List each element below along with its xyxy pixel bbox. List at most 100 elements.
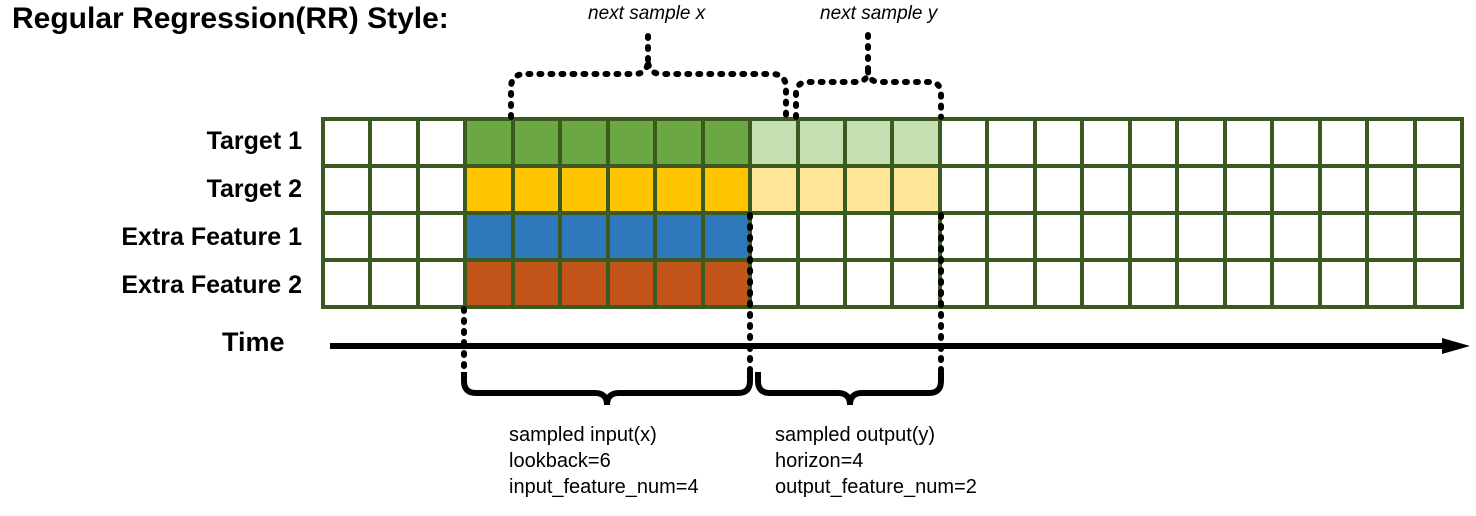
grid-cell — [1274, 262, 1318, 305]
grid-cell — [1321, 215, 1366, 258]
grid-cell — [1179, 215, 1223, 258]
grid-cell — [1321, 262, 1366, 305]
grid-cell — [514, 215, 559, 258]
grid-cell — [1131, 262, 1176, 305]
note-sampled-input: sampled input(x) lookback=6 input_featur… — [509, 422, 699, 500]
grid-cell — [1084, 121, 1128, 164]
grid-cell — [704, 121, 749, 164]
grid-cell — [1274, 215, 1318, 258]
grid-cell — [989, 168, 1033, 211]
grid-cell — [1274, 121, 1318, 164]
grid-cell — [325, 215, 369, 258]
grid-cell — [847, 215, 891, 258]
brace-sampled-output — [755, 372, 944, 406]
grid-cell — [1321, 168, 1366, 211]
grid-cell — [752, 262, 796, 305]
grid-cell — [1226, 121, 1271, 164]
grid-cell — [1274, 168, 1318, 211]
grid-cell — [1036, 215, 1081, 258]
grid-cell — [989, 215, 1033, 258]
grid-cell — [467, 262, 511, 305]
grid-cell — [657, 168, 701, 211]
grid-cell — [562, 262, 606, 305]
grid-cell — [704, 262, 749, 305]
grid-cell — [657, 262, 701, 305]
row-label-extra-feature-1: Extra Feature 1 — [121, 223, 302, 251]
grid-cell — [1179, 262, 1223, 305]
grid-cell — [941, 168, 986, 211]
page-title: Regular Regression(RR) Style: — [12, 2, 449, 35]
grid-cell — [1369, 121, 1413, 164]
time-axis-label: Time — [222, 327, 285, 357]
grid-cell — [941, 262, 986, 305]
caption-next-sample-y: next sample y — [820, 3, 938, 24]
grid-cell — [467, 121, 511, 164]
grid-cell — [894, 121, 938, 164]
grid-cell — [325, 121, 369, 164]
row-label-target-2: Target 2 — [206, 175, 302, 203]
grid-cell — [325, 262, 369, 305]
grid-cell — [1369, 262, 1413, 305]
grid-cell — [609, 121, 654, 164]
grid-cell — [372, 121, 416, 164]
grid-cell — [1369, 168, 1413, 211]
note-output-title: sampled output(y) — [775, 424, 936, 446]
grid-cell — [467, 215, 511, 258]
grid-cell — [1036, 262, 1081, 305]
grid-cell — [894, 215, 938, 258]
caption-next-sample-x: next sample x — [588, 3, 706, 24]
grid-cell — [847, 262, 891, 305]
brace-next-sample-y — [793, 69, 944, 120]
grid-cell — [1084, 215, 1128, 258]
grid-cell — [1036, 121, 1081, 164]
note-input-title: sampled input(x) — [509, 424, 657, 446]
grid-cell — [562, 121, 606, 164]
brace-next-sample-x — [508, 59, 789, 120]
grid-cell — [372, 168, 416, 211]
row-label-column: Target 1 Target 2 Extra Feature 1 Extra … — [0, 117, 312, 309]
grid-cell — [1416, 121, 1460, 164]
grid-cell — [514, 262, 559, 305]
grid-cell — [657, 121, 701, 164]
grid-cell — [1416, 262, 1460, 305]
grid-cell — [1131, 215, 1176, 258]
grid-cell — [1179, 168, 1223, 211]
grid-cell — [419, 121, 464, 164]
grid-cell — [609, 262, 654, 305]
grid-cell — [419, 215, 464, 258]
grid-cell — [609, 215, 654, 258]
grid-cell — [799, 262, 844, 305]
time-axis-arrow — [330, 338, 1470, 354]
grid-cell — [1084, 168, 1128, 211]
grid-cell — [752, 121, 796, 164]
grid-cell — [1226, 215, 1271, 258]
grid-cell — [1036, 168, 1081, 211]
note-output-feature-num: output_feature_num=2 — [775, 476, 977, 498]
grid-cell — [1131, 168, 1176, 211]
grid-cell — [941, 215, 986, 258]
grid-cell — [799, 215, 844, 258]
grid-cell — [752, 168, 796, 211]
grid-cell — [325, 168, 369, 211]
grid-cell — [514, 168, 559, 211]
grid-cell — [752, 215, 796, 258]
note-output-horizon: horizon=4 — [775, 450, 864, 472]
grid-cell — [1416, 215, 1460, 258]
grid-cell — [514, 121, 559, 164]
brace-sampled-input — [461, 372, 753, 406]
note-input-feature-num: input_feature_num=4 — [509, 476, 699, 498]
grid-cell — [1369, 215, 1413, 258]
grid-cell — [799, 168, 844, 211]
grid-cell — [989, 121, 1033, 164]
grid-cell — [1084, 262, 1128, 305]
grid-cell — [1226, 168, 1271, 211]
grid-cell — [894, 262, 938, 305]
grid-cell — [941, 121, 986, 164]
grid-cell — [1416, 168, 1460, 211]
grid-cell — [609, 168, 654, 211]
timeseries-grid — [321, 117, 1464, 309]
grid-cell — [467, 168, 511, 211]
grid-cell — [989, 262, 1033, 305]
grid-cell — [562, 168, 606, 211]
grid-cell — [847, 168, 891, 211]
